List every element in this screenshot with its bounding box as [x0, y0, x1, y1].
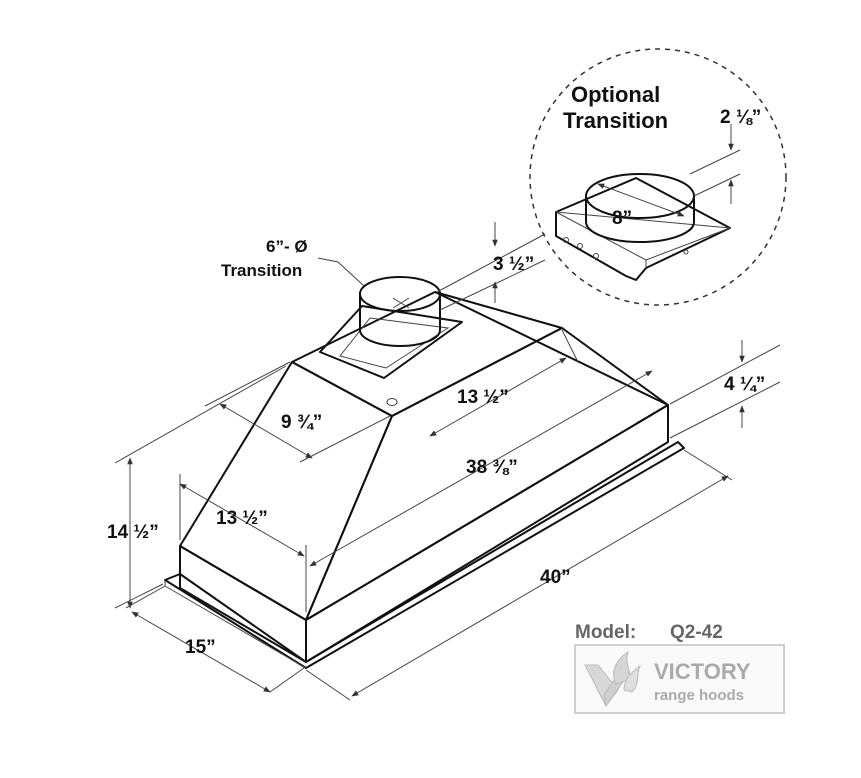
dim-top-width: 13 ½”: [457, 387, 509, 408]
top-plane: [291, 291, 563, 417]
model-info: Model: Q2-42: [575, 622, 723, 643]
dim-inner-depth: 13 ½”: [216, 508, 268, 529]
dimension-lines: [114, 222, 781, 701]
transition-6-line2: Transition: [221, 261, 302, 280]
inset-duct: [585, 196, 695, 243]
dim-body-height: 4 ¼”: [724, 374, 765, 395]
optional-transition-inset: [529, 48, 787, 306]
screw-hole: [386, 398, 398, 406]
inset-diameter-label: 8”: [612, 208, 632, 229]
inset-title-line1: Optional: [571, 82, 660, 107]
inset-height-label: 2 ⅛”: [720, 107, 761, 128]
flame-v-icon: [584, 650, 642, 708]
inset-title-line2: Transition: [563, 108, 668, 133]
victory-logo: VICTORY range hoods: [574, 644, 785, 714]
dim-transition-height: 3 ½”: [493, 254, 534, 275]
transition-6-line1: 6”- Ø: [266, 237, 308, 256]
logo-brand: VICTORY: [654, 659, 751, 684]
model-value: Q2-42: [670, 622, 723, 643]
transition-plate: [319, 305, 463, 379]
dim-top-depth: 9 ¾”: [281, 412, 322, 433]
inset-circle: [529, 48, 787, 306]
labels: Optional Transition 8” 2 ⅛” 6”- Ø Transi…: [107, 82, 765, 658]
duct-opening: [359, 276, 441, 312]
dim-total-height: 14 ½”: [107, 522, 159, 543]
dim-depth: 15”: [185, 637, 216, 658]
inset-plate: [555, 177, 731, 281]
round-duct: [359, 292, 441, 347]
hood-body: [164, 276, 685, 669]
dim-width: 40”: [540, 567, 571, 588]
logo-tagline: range hoods: [654, 687, 744, 704]
dim-inner-width: 38 ⅜”: [466, 457, 518, 478]
model-label: Model:: [575, 622, 636, 643]
